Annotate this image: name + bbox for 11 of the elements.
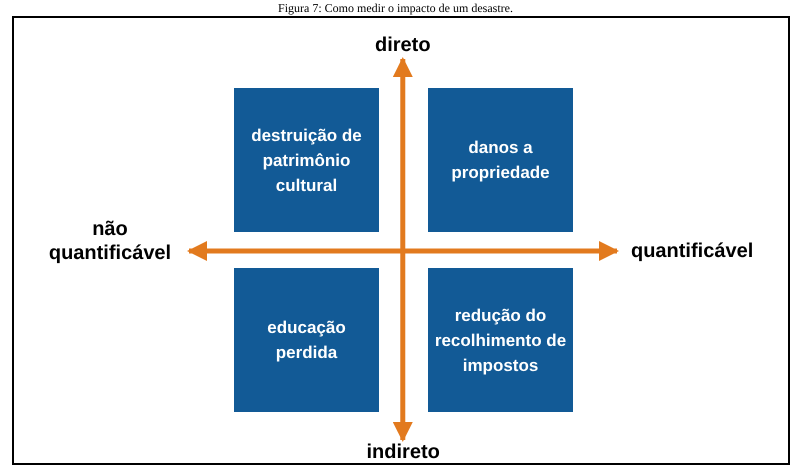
quadrant-box: educação perdida bbox=[234, 268, 379, 412]
axis-label: não quantificável bbox=[45, 217, 175, 265]
figure-title: Figura 7: Como medir o impacto de um desastre. bbox=[277, 1, 514, 15]
axis-label: indireto bbox=[366, 440, 440, 464]
axis-label: direto bbox=[375, 33, 431, 57]
double-arrow bbox=[187, 241, 619, 261]
quadrant-box: destruição de patrimônio cultural bbox=[234, 88, 379, 232]
quadrant-box: redução do recolhimento de impostos bbox=[428, 268, 573, 412]
quadrant-box: danos a propriedade bbox=[428, 88, 573, 232]
double-arrow bbox=[392, 57, 413, 442]
axis-label: quantificável bbox=[631, 239, 754, 263]
